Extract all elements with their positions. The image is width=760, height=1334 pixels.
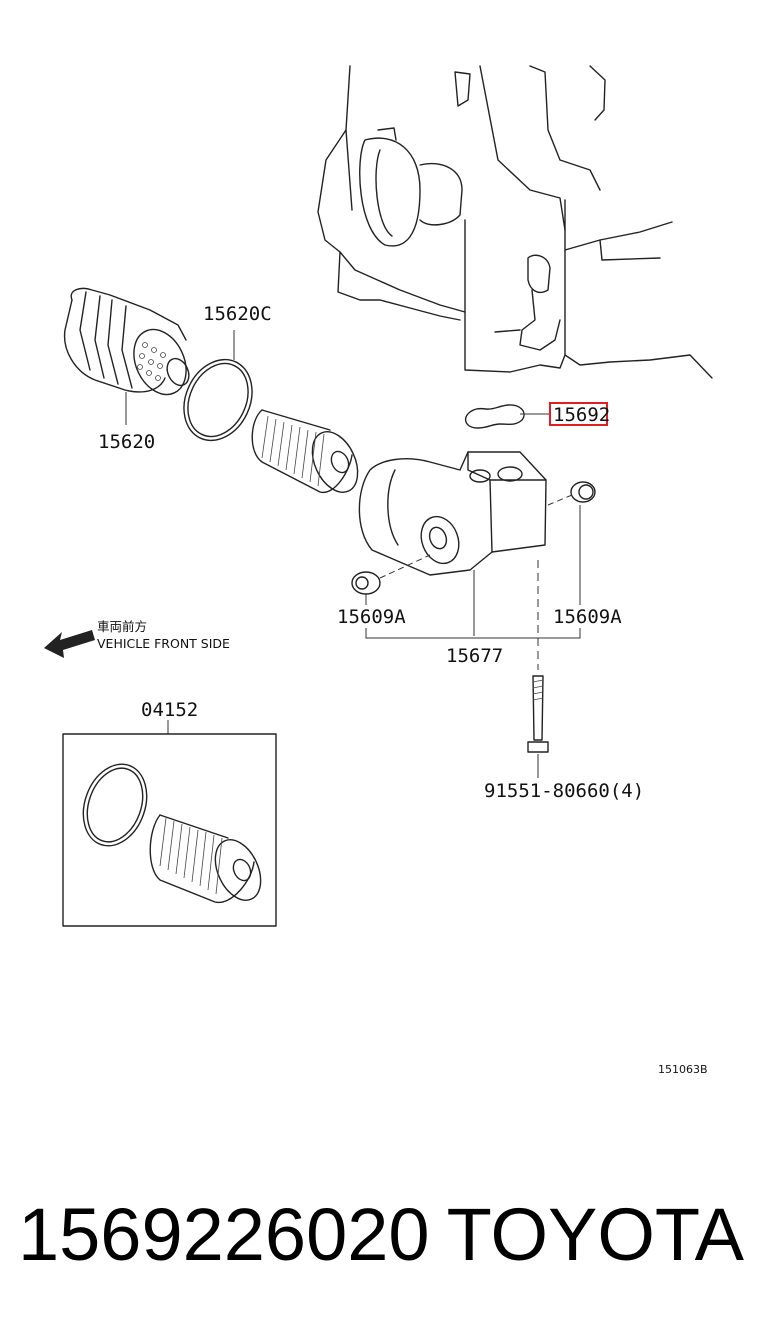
vehicle-front-arrow bbox=[44, 630, 95, 658]
label-filter-kit: 04152 bbox=[141, 699, 198, 721]
label-front-jp: 車両前方 bbox=[97, 619, 147, 634]
label-gasket: 15692 bbox=[553, 404, 610, 426]
label-housing: 15677 bbox=[446, 645, 503, 667]
plug-left-drawing bbox=[351, 554, 431, 605]
footer: 1569226020 TOYOTA bbox=[0, 1190, 760, 1280]
oil-filter-housing-drawing bbox=[358, 451, 547, 636]
o-ring-drawing bbox=[183, 330, 253, 442]
part-number: 1569226020 bbox=[18, 1193, 430, 1276]
label-plug-right: 15609A bbox=[553, 606, 622, 628]
bolt-drawing bbox=[527, 560, 549, 778]
label-cap: 15620 bbox=[98, 431, 155, 453]
gasket-drawing bbox=[464, 404, 550, 429]
filter-kit-box bbox=[62, 720, 277, 927]
highlight-box bbox=[549, 402, 608, 426]
oil-filter-cap-drawing bbox=[63, 287, 190, 425]
callout-bracket bbox=[365, 628, 581, 639]
diagram-code: 151063B bbox=[658, 1063, 708, 1076]
label-o-ring: 15620C bbox=[203, 303, 272, 325]
label-front-en: VEHICLE FRONT SIDE bbox=[97, 636, 230, 651]
label-bolt: 91551-80660(4) bbox=[484, 780, 644, 802]
plug-right-drawing bbox=[547, 481, 596, 605]
engine-block-drawing bbox=[317, 65, 713, 379]
label-plug-left: 15609A bbox=[337, 606, 406, 628]
brand-name: TOYOTA bbox=[446, 1193, 744, 1276]
filter-element-drawing bbox=[251, 409, 359, 493]
